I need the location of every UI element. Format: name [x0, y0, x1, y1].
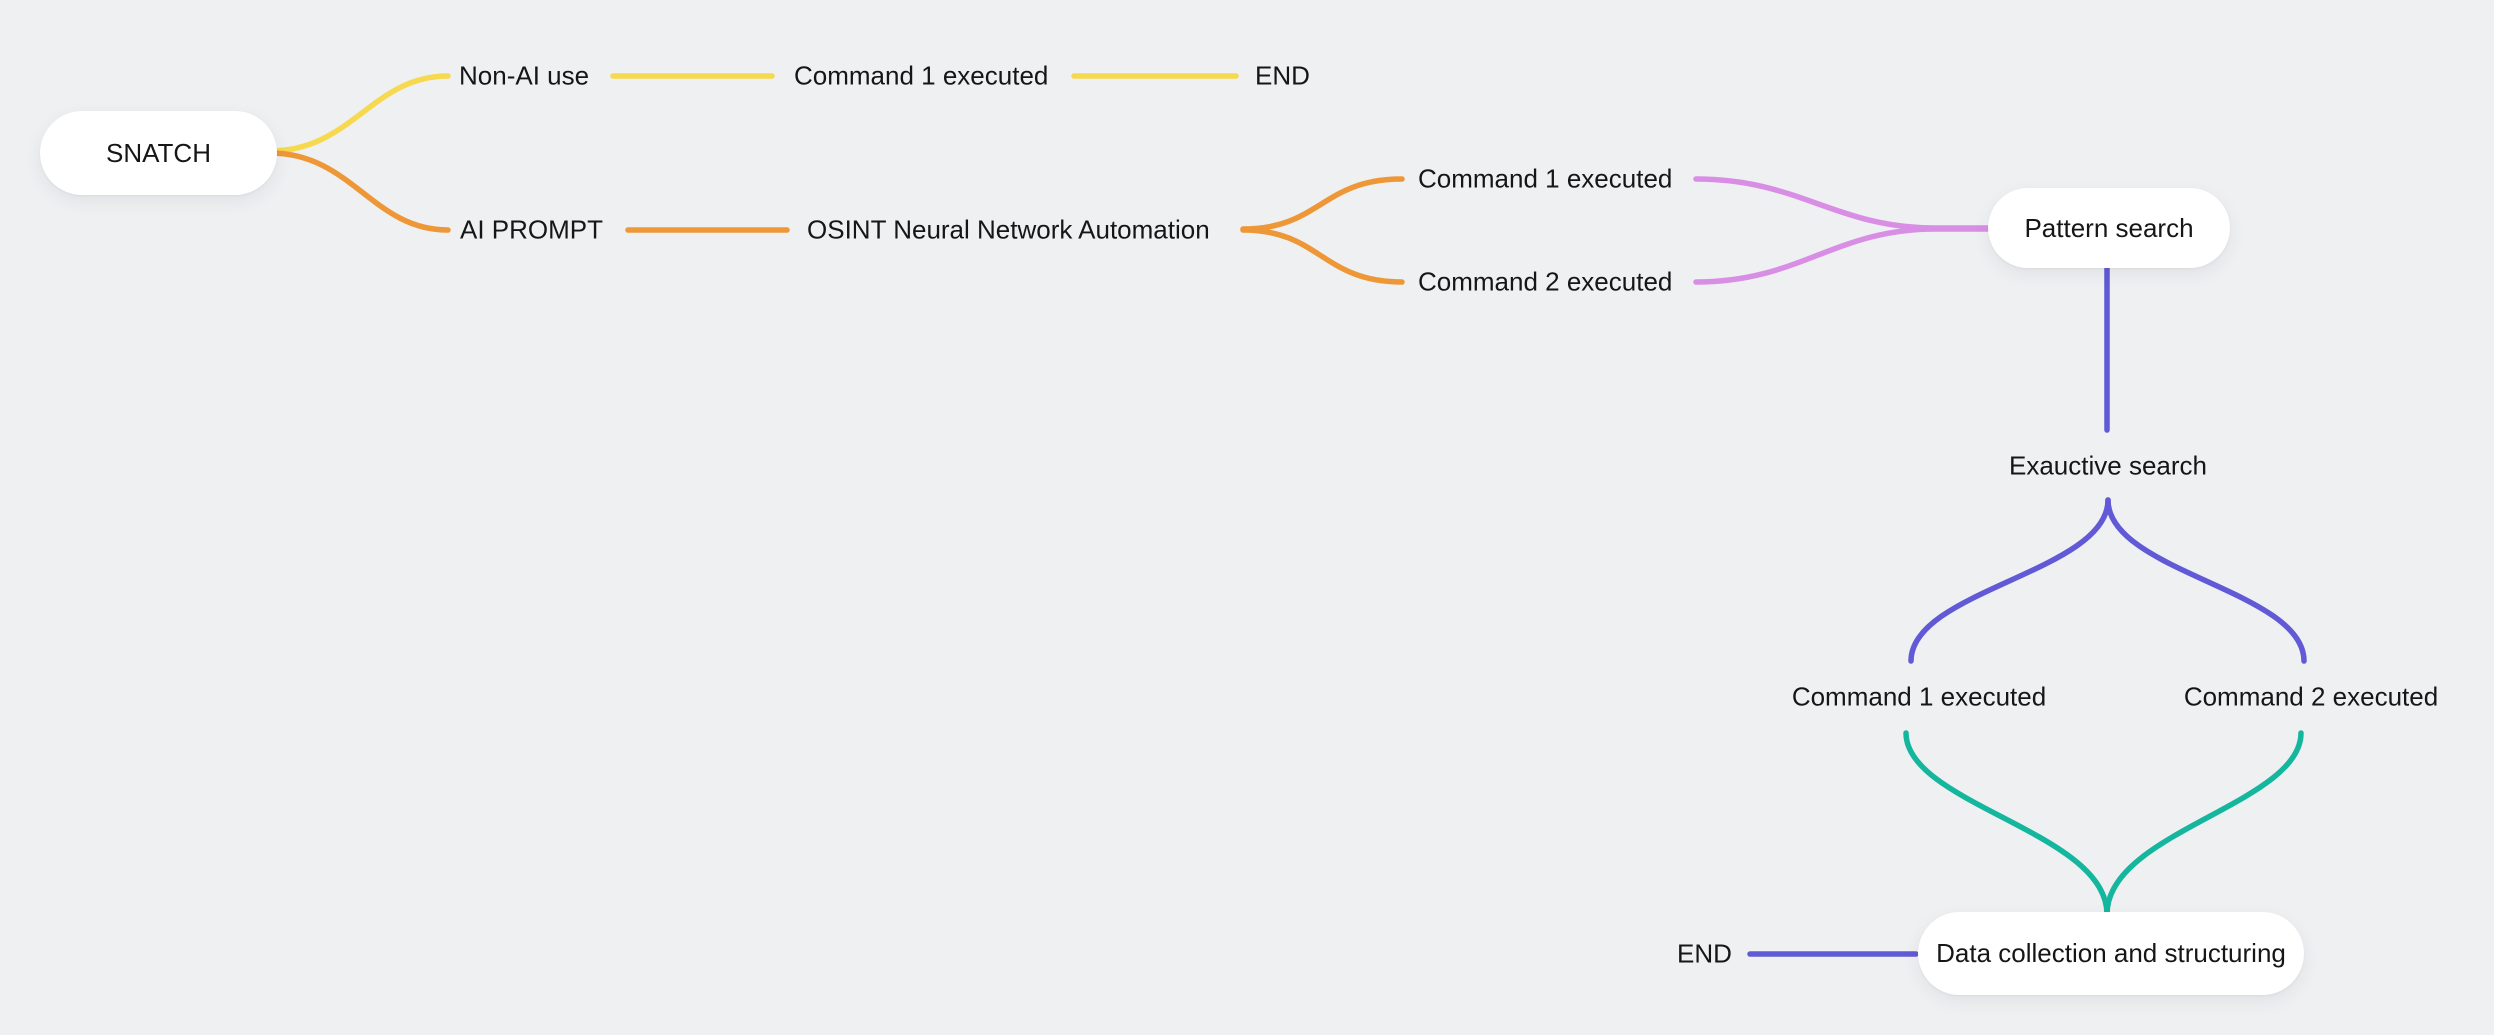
leaf-end-top[interactable]: END — [1255, 60, 1310, 91]
node-pattern-search-label: Pattern search — [2024, 212, 2194, 243]
node-pattern-search[interactable]: Pattern search — [1988, 188, 2230, 268]
link-command1-mid-to-pattern-search — [1693, 176, 1993, 231]
leaf-command1-top[interactable]: Command 1 executed — [794, 60, 1049, 91]
link-command2-bottom-to-data-collection — [2104, 730, 2304, 917]
leaf-osint-automation[interactable]: OSINT Neural Network Automation — [807, 214, 1210, 245]
link-exauctive-to-command1-bottom — [1908, 497, 2111, 664]
leaf-command2-mid[interactable]: Command 2 executed — [1418, 266, 1673, 297]
node-data-collection-label: Data collection and structuring — [1936, 938, 2286, 968]
node-snatch-label: SNATCH — [106, 137, 211, 168]
link-root-to-non-ai-use — [267, 73, 451, 154]
leaf-ai-prompt[interactable]: AI PROMPT — [460, 214, 604, 245]
node-snatch[interactable]: SNATCH — [40, 111, 277, 195]
link-exauctive-to-command2-bottom — [2105, 497, 2307, 664]
leaf-command2-bottom[interactable]: Command 2 executed — [2183, 681, 2439, 712]
leaf-end-bottom[interactable]: END — [1677, 938, 1732, 969]
node-data-collection[interactable]: Data collection and structuring — [1918, 912, 2304, 995]
link-command2-mid-to-pattern-search — [1693, 226, 1993, 285]
leaf-command1-bottom[interactable]: Command 1 executed — [1791, 681, 2047, 712]
leaf-exauctive-search[interactable]: Exauctive search — [2009, 450, 2207, 481]
link-osint-to-command2-mid — [1240, 227, 1405, 285]
leaf-non-ai-use[interactable]: Non-AI use — [459, 60, 590, 91]
link-osint-to-command1-mid — [1240, 176, 1405, 232]
link-root-to-ai-prompt — [267, 150, 451, 233]
leaf-command1-mid[interactable]: Command 1 executed — [1418, 163, 1673, 194]
link-command1-bottom-to-data-collection — [1903, 730, 2110, 917]
